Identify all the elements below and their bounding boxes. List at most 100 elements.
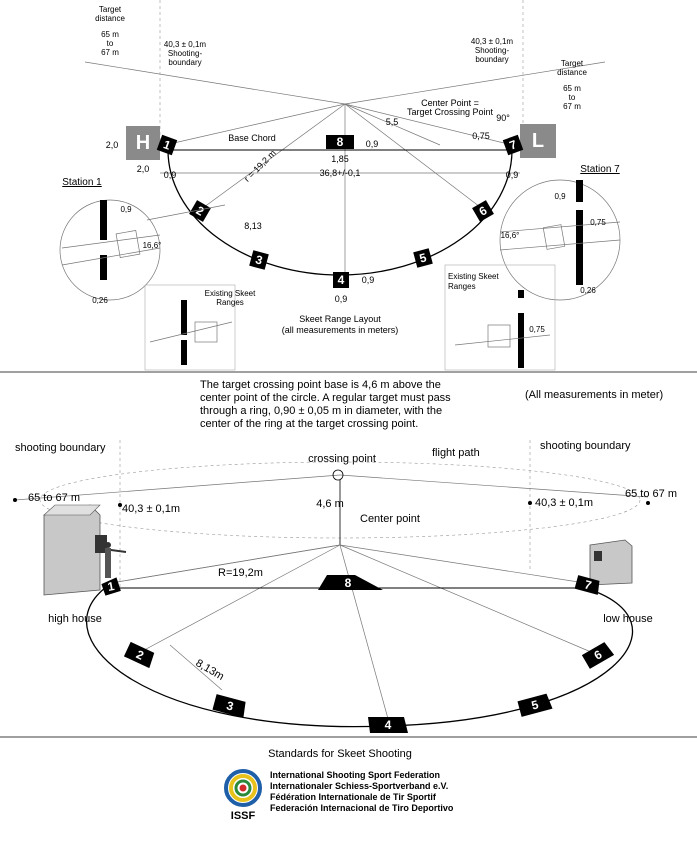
pad-8-label: 8 <box>337 135 344 149</box>
dim-0-75: 0,75 <box>472 131 490 141</box>
b-pad-7-label: 7 <box>583 577 593 592</box>
station7-low-bar <box>576 210 583 285</box>
station7-dim-0-9: 0,9 <box>554 192 566 201</box>
b-pad-3: 3 <box>212 694 246 718</box>
high-house-letter: H <box>136 132 150 154</box>
top-plan-view: Target distance 65 m to 67 m 40,3 ± 0,1m… <box>59 0 621 371</box>
dim-0-9-pad4-h: 0,9 <box>335 294 348 304</box>
logo-center <box>239 784 247 792</box>
target-distance-right-3: 65 m <box>563 84 581 93</box>
standards-title: Standards for Skeet Shooting <box>268 748 412 760</box>
logo-ring-1 <box>224 769 262 807</box>
ray-1 <box>164 103 346 146</box>
crossing-ring <box>332 469 344 481</box>
b-pad-1-label: 1 <box>106 579 115 594</box>
station7-box <box>542 224 566 250</box>
target-distance-right-5: 67 m <box>563 102 581 111</box>
dim-0-9-left: 0,9 <box>164 170 177 180</box>
shooting-boundary-right: shooting boundary <box>540 440 631 452</box>
target-distance-right-1: Target <box>561 59 584 68</box>
center-point-label: Center point <box>360 513 420 525</box>
high-house-3d <box>43 504 127 596</box>
existing-left-frame <box>144 284 236 371</box>
boundary-right-dot <box>528 501 532 505</box>
shooter <box>105 542 111 548</box>
existing-right-high <box>518 290 524 298</box>
station7-angle: 16,6° <box>501 231 520 240</box>
station7-line-a <box>499 221 621 233</box>
middle-note: The target crossing point base is 4,6 m … <box>200 379 663 430</box>
station1-detail-circle <box>59 199 161 301</box>
target-distance-left-1: Target <box>99 5 122 14</box>
existing-left-2: Ranges <box>216 298 244 307</box>
pad-5: 5 <box>413 248 433 268</box>
boundary-left-2: Shooting- <box>168 49 203 58</box>
dim-8-13: 8,13 <box>244 221 262 231</box>
boundary-right-label: 40,3 ± 0,1m <box>535 497 593 509</box>
low-house-label: low house <box>603 613 653 625</box>
org-line-2: Internationaler Schiess-Sportverband e.V… <box>270 781 448 791</box>
b-pad-7: 7 <box>574 575 600 595</box>
dim-0-9-right: 0,9 <box>506 170 519 180</box>
target-distance-left-2: distance <box>95 14 125 23</box>
height-label: 4,6 m <box>316 498 344 510</box>
center-point-label-1: Center Point = <box>421 98 479 108</box>
station1-line-b <box>61 247 161 266</box>
high-house-box <box>126 126 160 160</box>
station1-high-bar <box>100 200 107 240</box>
dim-2-0-vertical: 2,0 <box>106 140 119 150</box>
existing-left-1: Existing Skeet <box>205 289 256 298</box>
b-pad-8-label: 8 <box>345 576 352 590</box>
note-line-3: through a ring, 0,90 ± 0,05 m in diamete… <box>200 405 442 417</box>
base-chord-label: Base Chord <box>228 133 276 143</box>
logo-text: ISSF <box>231 810 256 822</box>
issf-logo: ISSF <box>224 769 262 822</box>
b-ray-7 <box>339 544 586 584</box>
target-line-right <box>344 61 606 105</box>
b-pad-4-label: 4 <box>385 718 392 732</box>
station1-angle: 16,6° <box>143 241 162 250</box>
pad-3-label: 3 <box>254 252 264 267</box>
high-house-label: high house <box>48 613 102 625</box>
shooting-boundary-left: shooting boundary <box>15 442 106 454</box>
org-line-3: Fédération Internationale de Tir Sportif <box>270 792 437 802</box>
station1-title: Station 1 <box>62 177 102 188</box>
dim-5-5: 5,5 <box>386 117 399 127</box>
low-house-box <box>520 124 556 158</box>
dim-1-85: 1,85 <box>331 154 349 164</box>
dist-left-label: 65 to 67 m <box>28 492 80 504</box>
radius-label: r = 19,2 m <box>242 148 278 184</box>
org-line-1: International Shooting Sport Federation <box>270 770 440 780</box>
pad-2: 2 <box>189 200 211 222</box>
existing-left-low <box>181 340 187 365</box>
chord-dim-label: 36,8+/-0,1 <box>320 168 361 178</box>
note-line-2: center point of the circle. A regular ta… <box>200 392 451 404</box>
b-ray-2 <box>134 544 341 656</box>
dist-right-label: 65 to 67 m <box>625 488 677 500</box>
pad-6: 6 <box>472 200 494 222</box>
footer: Standards for Skeet Shooting ISSF Intern… <box>224 748 454 822</box>
dist-left-dot <box>13 498 17 502</box>
existing-right-box <box>487 324 511 348</box>
b-pad-4: 4 <box>368 717 408 733</box>
logo-ring-2 <box>229 774 257 802</box>
b-pad-3-label: 3 <box>225 698 235 713</box>
crossing-point-label: crossing point <box>308 453 376 465</box>
existing-right-2: Ranges <box>448 282 476 291</box>
ray-cp <box>344 103 441 146</box>
pad-4: 4 <box>333 272 349 288</box>
b-ray-4 <box>339 544 391 727</box>
layout-title-2: (all measurements in meters) <box>282 325 399 335</box>
existing-right-line <box>454 334 551 346</box>
target-distance-right-4: to <box>569 93 576 102</box>
ray-2 <box>199 103 346 211</box>
ray-7 <box>344 103 513 146</box>
station1-dim-0-26: 0,26 <box>92 296 108 305</box>
all-measurements-label: (All measurements in meter) <box>525 389 663 401</box>
boundary-right-3: boundary <box>475 55 508 64</box>
target-line-left <box>84 61 346 105</box>
target-distance-left-3: 65 m <box>101 30 119 39</box>
pad-1: 1 <box>156 134 178 156</box>
boundary-left-label: 40,3 ± 0,1m <box>122 503 180 515</box>
logo-ring-3 <box>234 779 252 797</box>
